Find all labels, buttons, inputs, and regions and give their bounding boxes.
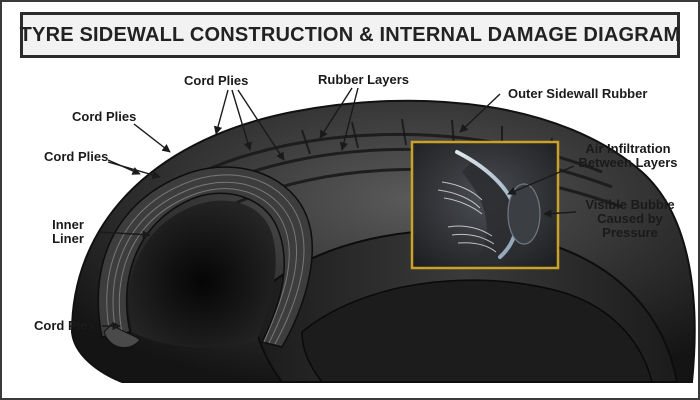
- leader-arrows: [99, 87, 577, 331]
- label-outer-sidewall-rubber: Outer Sidewall Rubber: [508, 86, 648, 101]
- label-visible-bubble-line1: Visible Bubble: [585, 197, 675, 212]
- label-air-infiltration-line2: Between Layers: [578, 155, 678, 170]
- label-air-infiltration: Air Infiltration Between Layers: [572, 142, 684, 170]
- label-rubber-layers: Rubber Layers: [318, 72, 410, 87]
- label-visible-bubble-line3: Pressure: [602, 225, 658, 240]
- diagram-title: TYRE SIDEWALL CONSTRUCTION & INTERNAL DA…: [19, 23, 681, 46]
- label-inner-liner-line1: Inner: [52, 217, 84, 232]
- label-cord-plies-left-upper: Cord Plies: [72, 109, 137, 124]
- label-inner-liner-line2: Liner: [52, 231, 84, 246]
- damage-inset: [410, 140, 560, 270]
- label-visible-bubble-line2: Caused by: [597, 211, 663, 226]
- label-cord-plies-left-lower: Cord Plies: [44, 149, 109, 164]
- label-cord-plies-top: Cord Plies: [184, 73, 249, 88]
- label-air-infiltration-line1: Air Infiltration: [585, 141, 671, 156]
- label-cord-plies-bottom: Cord Ples: [34, 318, 95, 333]
- title-bar: TYRE SIDEWALL CONSTRUCTION & INTERNAL DA…: [20, 12, 680, 58]
- label-inner-liner: Inner Liner: [40, 218, 96, 246]
- label-visible-bubble: Visible Bubble Caused by Pressure: [578, 198, 682, 240]
- cross-section: [97, 166, 313, 348]
